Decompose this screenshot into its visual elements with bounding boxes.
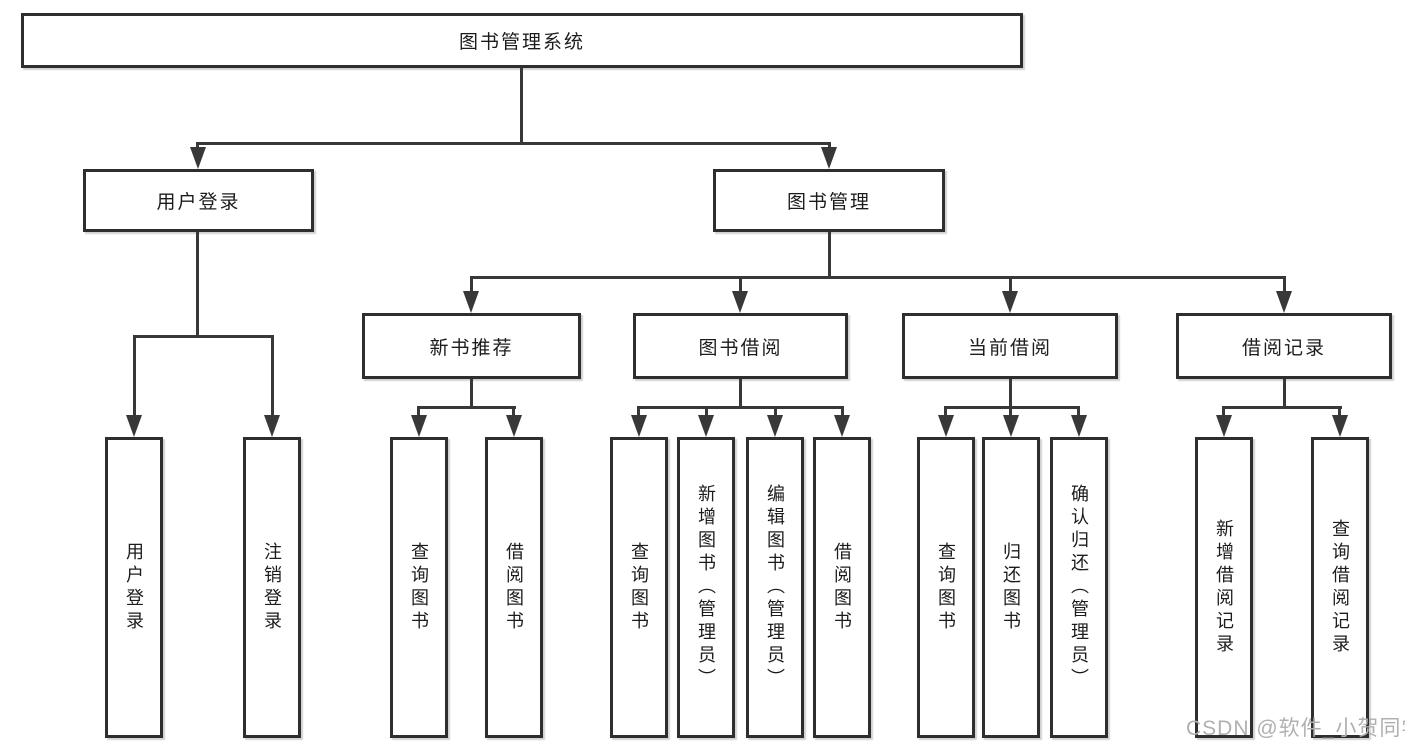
leaf-user-login: 用户登录	[105, 437, 163, 738]
node-book-management: 图书管理	[713, 169, 945, 232]
connector-user-login-stem	[196, 232, 199, 335]
arrow-to-current-return	[1003, 415, 1019, 437]
leaf-label: 确认归还（管理员）	[1069, 484, 1089, 691]
connector-borrow-branch	[639, 406, 843, 409]
connector-to-current-confirm	[1077, 406, 1080, 415]
leaf-borrow-edit-admin: 编辑图书（管理员）	[746, 437, 804, 738]
connector-records-stem	[1283, 379, 1286, 409]
node-user-login: 用户登录	[83, 169, 314, 232]
leaf-label: 新增图书（管理员）	[696, 484, 716, 691]
arrow-to-borrow-records	[1276, 291, 1292, 313]
leaf-borrow-query: 查询图书	[610, 437, 668, 738]
connector-to-records-add	[1222, 406, 1225, 415]
connector-to-borrow-edit	[774, 406, 777, 415]
leaf-label: 编辑图书（管理员）	[765, 484, 785, 691]
connector-to-borrow-borrow	[841, 406, 844, 415]
leaf-label: 用户登录	[124, 541, 144, 634]
connector-to-borrow-add	[705, 406, 708, 415]
leaf-label: 注销登录	[262, 541, 282, 634]
arrow-to-new-book	[463, 291, 479, 313]
connector-root-stem	[520, 68, 523, 142]
arrow-to-current-confirm	[1071, 415, 1087, 437]
arrow-to-borrow-query	[631, 415, 647, 437]
arrow-to-current-borrow	[1002, 291, 1018, 313]
leaf-label: 借阅图书	[504, 541, 524, 634]
connector-current-stem	[1009, 379, 1012, 409]
connector-to-book-borrow	[739, 276, 742, 291]
connector-to-leaf-logout	[271, 335, 274, 417]
arrow-to-borrow-add	[698, 415, 714, 437]
node-borrow-records: 借阅记录	[1176, 313, 1392, 379]
leaf-current-return: 归还图书	[982, 437, 1040, 738]
connector-to-borrow-query	[637, 406, 640, 415]
arrow-to-newbook-borrow	[506, 415, 522, 437]
arrow-to-user-login	[190, 147, 206, 169]
arrow-to-leaf-logout	[264, 415, 280, 437]
connector-to-current-borrow	[1009, 276, 1012, 291]
connector-to-borrow-records	[1283, 276, 1286, 291]
leaf-current-confirm-admin: 确认归还（管理员）	[1050, 437, 1108, 738]
connector-root-branch	[197, 142, 831, 145]
connector-to-current-return	[1009, 406, 1012, 415]
leaf-borrow-borrow: 借阅图书	[813, 437, 871, 738]
leaf-current-query: 查询图书	[917, 437, 975, 738]
connector-to-current-query	[944, 406, 947, 415]
arrow-to-current-query	[938, 415, 954, 437]
leaf-logout: 注销登录	[243, 437, 301, 738]
arrow-to-book-management	[821, 147, 837, 169]
leaf-newbook-borrow: 借阅图书	[485, 437, 543, 738]
connector-to-user-login	[196, 142, 199, 148]
node-library-management-system: 图书管理系统	[21, 13, 1023, 68]
connector-newbook-stem	[470, 379, 473, 409]
connector-newbook-branch	[419, 406, 516, 409]
node-new-book-recommend: 新书推荐	[362, 313, 581, 379]
arrow-to-leaf-user-login	[126, 415, 142, 437]
connector-to-new-book	[470, 276, 473, 291]
leaf-label: 查询借阅记录	[1330, 518, 1350, 657]
connector-borrow-stem	[739, 379, 742, 409]
connector-book-mgmt-branch	[471, 276, 1285, 279]
arrow-to-records-add	[1216, 415, 1232, 437]
connector-records-branch	[1224, 406, 1342, 409]
connector-to-newbook-query	[417, 406, 420, 415]
connector-book-mgmt-stem	[828, 232, 831, 277]
arrow-to-newbook-query	[411, 415, 427, 437]
leaf-borrow-add-admin: 新增图书（管理员）	[677, 437, 735, 738]
leaf-label: 借阅图书	[832, 541, 852, 634]
node-current-borrow: 当前借阅	[902, 313, 1118, 379]
arrow-to-book-borrow	[732, 291, 748, 313]
connector-to-records-query	[1338, 406, 1341, 415]
leaf-label: 查询图书	[629, 541, 649, 634]
connector-to-book-management	[828, 142, 831, 148]
leaf-label: 查询图书	[936, 541, 956, 634]
arrow-to-records-query	[1332, 415, 1348, 437]
connector-current-branch	[946, 406, 1080, 409]
connector-user-login-branch	[133, 335, 274, 338]
leaf-label: 归还图书	[1001, 541, 1021, 634]
connector-to-newbook-borrow	[512, 406, 515, 415]
leaf-records-add: 新增借阅记录	[1195, 437, 1253, 738]
connector-to-leaf-user-login	[133, 335, 136, 417]
arrow-to-borrow-borrow	[834, 415, 850, 437]
node-book-borrow: 图书借阅	[633, 313, 848, 379]
csdn-watermark: CSDN @软件_小贺同学	[1186, 717, 1405, 740]
leaf-newbook-query: 查询图书	[390, 437, 448, 738]
leaf-label: 查询图书	[409, 541, 429, 634]
leaf-label: 新增借阅记录	[1214, 518, 1234, 657]
leaf-records-query: 查询借阅记录	[1311, 437, 1369, 738]
arrow-to-borrow-edit	[767, 415, 783, 437]
